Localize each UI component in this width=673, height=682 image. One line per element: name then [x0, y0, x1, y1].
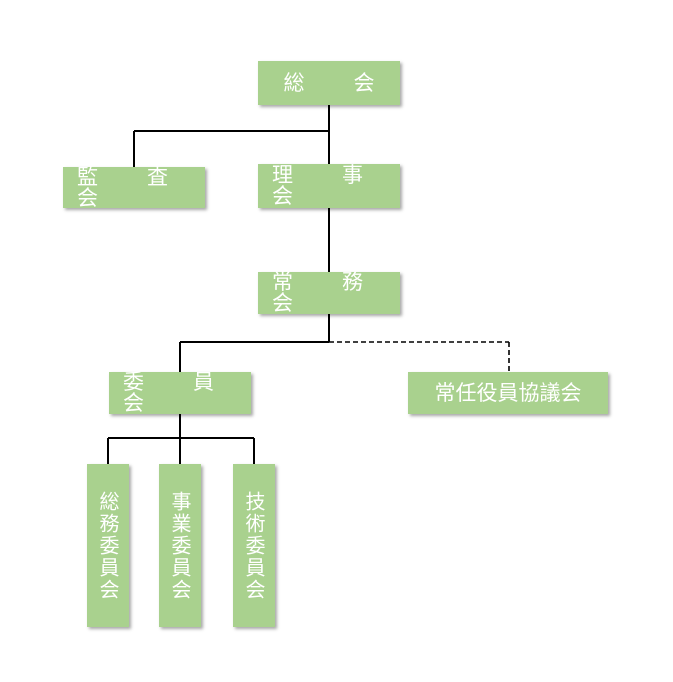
node-label: 理 事 会 — [272, 163, 412, 208]
node-general-affairs-committee: 総務委員会 — [87, 464, 129, 627]
node-general-meeting: 総 会 — [258, 61, 400, 105]
node-label: 常 務 会 — [272, 270, 412, 315]
node-label: 常任役員協議会 — [434, 380, 582, 405]
node-executive-board: 常 務 会 — [258, 272, 400, 314]
node-board: 理 事 会 — [258, 164, 400, 208]
node-label: 総 会 — [283, 70, 389, 95]
node-business-committee: 事業委員会 — [159, 464, 201, 627]
node-technical-committee: 技術委員会 — [233, 464, 275, 627]
node-committee-meeting: 委 員 会 — [109, 372, 251, 414]
node-label: 事業委員会 — [168, 490, 192, 601]
node-auditors: 監 査 会 — [63, 164, 217, 210]
node-standing-officers-council: 常任役員協議会 — [408, 372, 608, 414]
node-label: 技術委員会 — [242, 490, 266, 601]
node-label: 委 員 会 — [123, 370, 263, 415]
node-label: 監 査 会 — [77, 164, 217, 210]
node-label: 総務委員会 — [96, 490, 120, 601]
